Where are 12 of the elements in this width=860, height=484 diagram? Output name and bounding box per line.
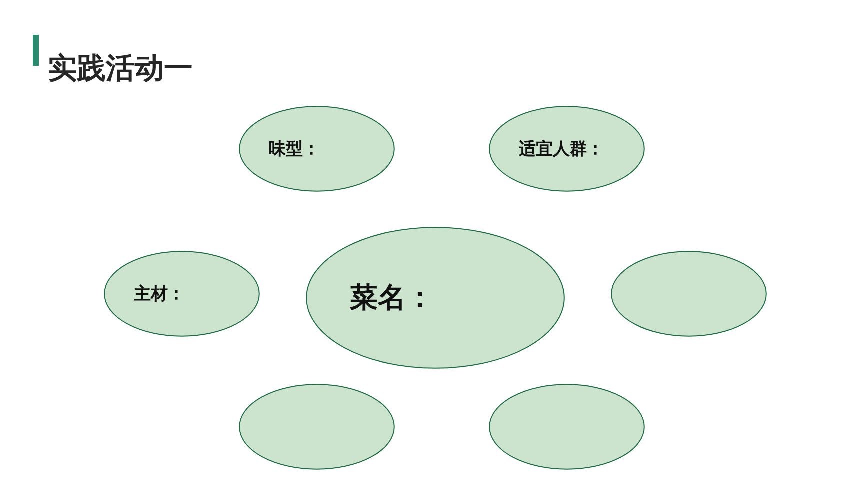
ellipse-node	[239, 384, 395, 470]
node-label: 适宜人群：	[519, 138, 604, 160]
ellipse-node	[489, 384, 645, 470]
node-label: 主材：	[134, 284, 185, 306]
ellipse-node	[611, 251, 767, 337]
node-label: 菜名：	[350, 280, 434, 316]
ellipse-node	[239, 106, 395, 192]
slide-title: 实践活动一	[48, 50, 193, 86]
ellipse-node	[489, 106, 645, 192]
ellipse-node	[104, 251, 260, 337]
ellipse-node	[306, 227, 565, 369]
node-label: 味型：	[269, 138, 320, 160]
